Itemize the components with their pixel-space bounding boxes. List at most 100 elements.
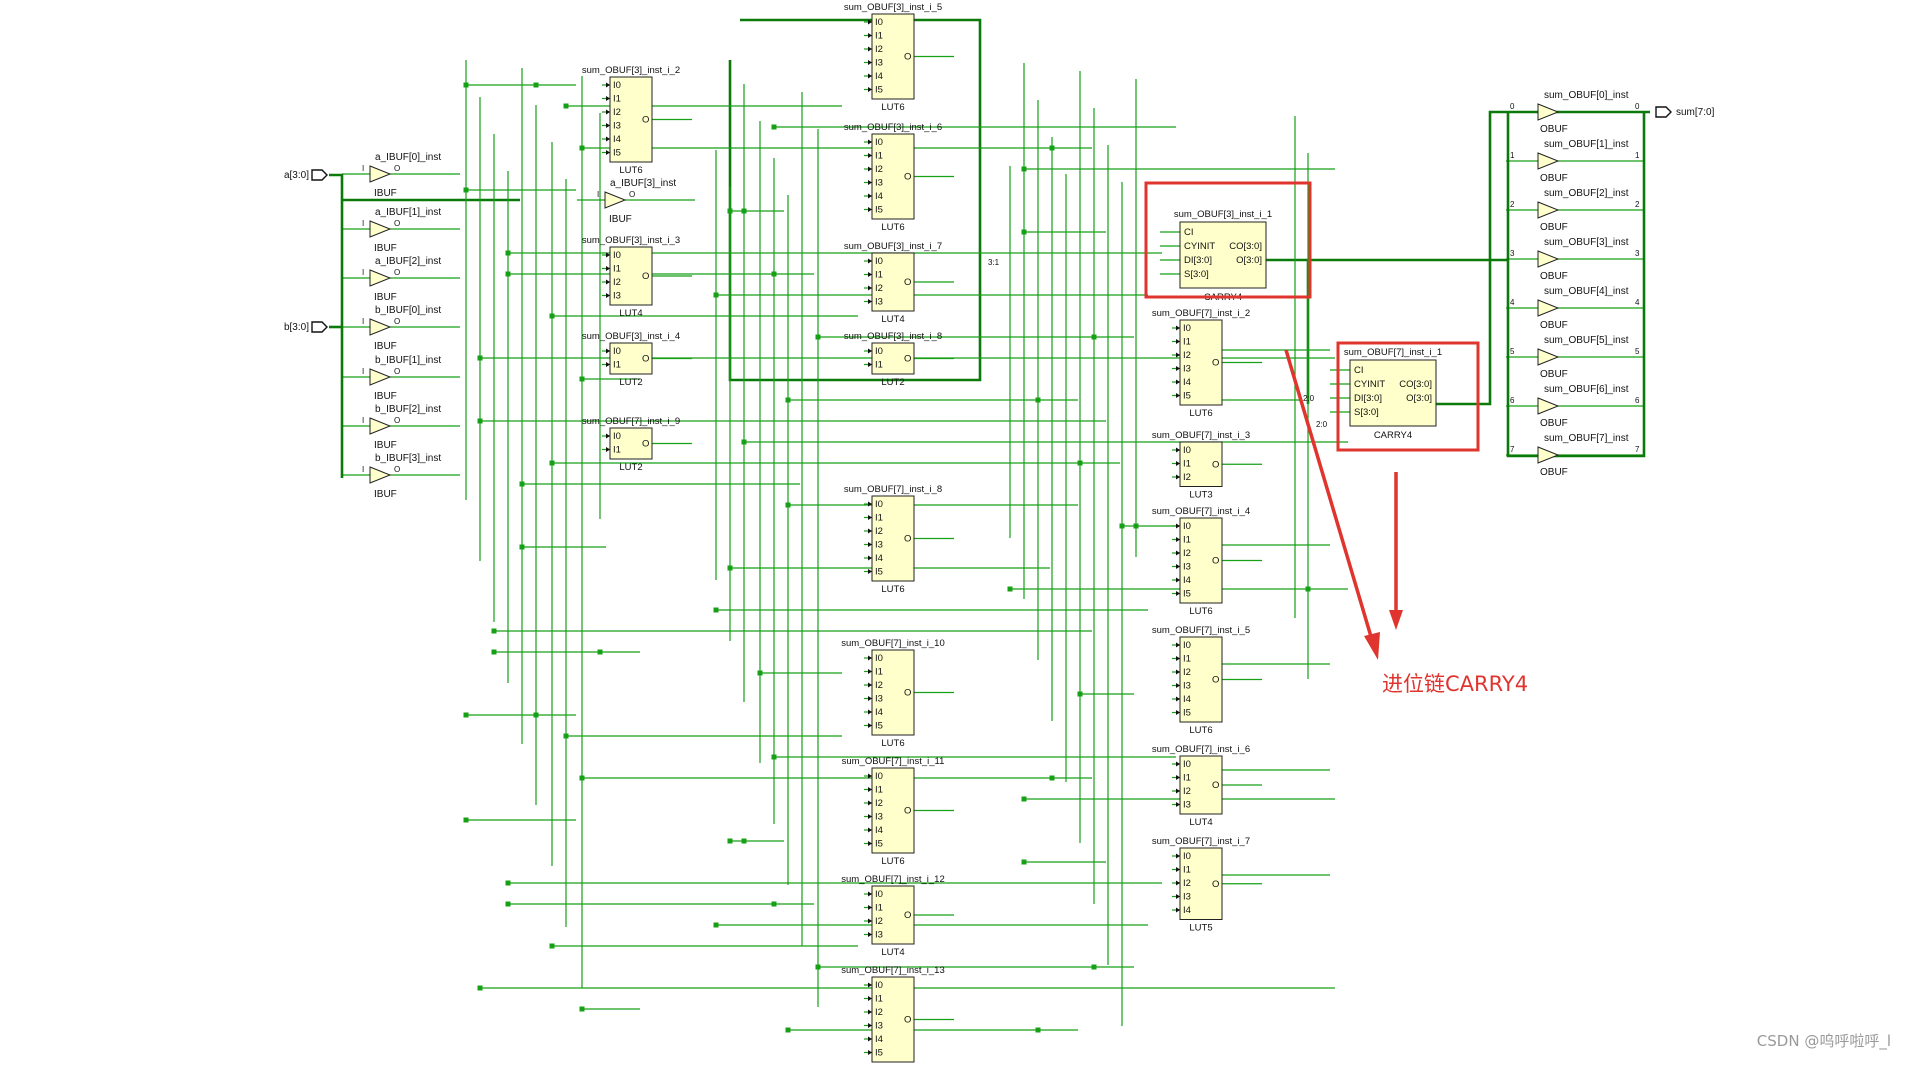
- net-junction: [1049, 775, 1055, 781]
- lut-name: sum_OBUF[7]_inst_i_9: [582, 416, 680, 427]
- ibuf-name: a_IBUF[3]_inst: [610, 178, 676, 189]
- pin-arrow-icon: [606, 293, 610, 298]
- pin-arrow-icon: [1176, 550, 1180, 556]
- lut-pin-label: I2: [875, 283, 883, 294]
- net-junction: [477, 985, 483, 991]
- lut-out-label: O: [904, 1015, 911, 1026]
- pin-arrow-icon: [868, 814, 872, 819]
- pin-arrow-icon: [868, 60, 872, 65]
- pin-arrow-icon: [1176, 867, 1180, 872]
- lut-pin-label: I1: [875, 360, 883, 371]
- net-junction: [477, 355, 483, 361]
- lut-body: [609, 342, 653, 375]
- pin-arrow-icon: [868, 46, 872, 52]
- lut-name: sum_OBUF[7]_inst_i_12: [841, 874, 945, 885]
- carry4-in-pin: CI: [1184, 227, 1194, 238]
- net-junction: [463, 187, 469, 193]
- arrow-line: [1284, 349, 1374, 641]
- lut-pin-label: I5: [1183, 589, 1191, 600]
- ibuf-out-label: O: [394, 219, 400, 228]
- lut-pin-label: I3: [613, 291, 621, 302]
- pin-arrow-icon: [868, 982, 872, 988]
- lut-out-label: O: [1212, 556, 1219, 567]
- pin-arrow-icon: [868, 655, 872, 661]
- lut-out-label: O: [642, 271, 649, 282]
- lut-pin-label: I3: [1183, 800, 1191, 811]
- ibuf-type: IBUF: [374, 243, 397, 254]
- ibuf-name: a_IBUF[0]_inst: [375, 152, 441, 163]
- lut-out-label: O: [904, 277, 911, 288]
- carry4-name: sum_OBUF[3]_inst_i_1: [1174, 209, 1272, 220]
- pin-arrow-icon: [1176, 880, 1180, 886]
- lut-body: [1179, 755, 1223, 815]
- lut-pin-label: I0: [875, 771, 883, 782]
- lut-body: [871, 495, 915, 582]
- obuf-type: OBUF: [1540, 271, 1568, 282]
- net-junction: [549, 943, 555, 949]
- buffer-triangle-icon: [369, 466, 392, 484]
- carry4-body: [1179, 221, 1267, 289]
- pin-arrow-icon: [1176, 775, 1180, 780]
- ibuf-out-label: O: [394, 367, 400, 376]
- netlist-wires: [329, 18, 1650, 1054]
- ibuf-out-label: O: [394, 416, 400, 425]
- lut-pin-label: I2: [613, 277, 621, 288]
- buffer-triangle-icon: [1537, 152, 1560, 170]
- lut-name: sum_OBUF[3]_inst_i_2: [582, 65, 680, 76]
- carry4-in-pin: CYINIT: [1354, 379, 1385, 390]
- lut-out-label: O: [642, 115, 649, 126]
- lut-pin-label: I3: [875, 178, 883, 189]
- obuf-bit-label: 4: [1510, 298, 1515, 307]
- lut-pin-label: I1: [875, 785, 883, 796]
- lut-pin-label: I1: [613, 445, 621, 456]
- buffer-triangle-icon: [369, 269, 392, 287]
- net-junction: [597, 649, 603, 655]
- lut-pin-label: I3: [875, 694, 883, 705]
- lut-type: LUT6: [881, 584, 904, 595]
- carry4-in-pin: S[3:0]: [1184, 269, 1209, 280]
- lut-pin-label: I5: [875, 567, 883, 578]
- lut-pin-label: I3: [875, 58, 883, 69]
- lut-pin-label: I2: [875, 1007, 883, 1018]
- pin-arrow-icon: [606, 362, 610, 367]
- lut-name: sum_OBUF[7]_inst_i_3: [1152, 430, 1250, 441]
- ibuf-in-label: I: [362, 164, 364, 173]
- lut-pin-label: I3: [1183, 681, 1191, 692]
- pin-arrow-icon: [1176, 379, 1180, 385]
- port-icon: [311, 321, 328, 333]
- pin-arrow-icon: [606, 150, 610, 155]
- ibuf-in-label: I: [362, 367, 364, 376]
- pin-arrow-icon: [868, 1050, 872, 1055]
- lut-pin-label: I4: [875, 71, 883, 82]
- lut-pin-label: I4: [875, 825, 883, 836]
- net-junction: [563, 733, 569, 739]
- net-junction: [519, 481, 525, 487]
- pin-arrow-icon: [1176, 696, 1180, 702]
- net-junction: [815, 334, 821, 340]
- lut-pin-label: I0: [613, 250, 621, 261]
- lut-name: sum_OBUF[7]_inst_i_7: [1152, 836, 1250, 847]
- arrowhead-icon: [1389, 610, 1403, 630]
- pin-arrow-icon: [868, 139, 872, 145]
- obuf-bit-label: 1: [1635, 151, 1640, 160]
- lut-name: sum_OBUF[7]_inst_i_10: [841, 638, 945, 649]
- pin-arrow-icon: [868, 348, 872, 354]
- pin-arrow-icon: [868, 1023, 872, 1028]
- pin-arrow-icon: [868, 709, 872, 715]
- net-junction: [785, 1027, 791, 1033]
- pin-arrow-icon: [606, 136, 610, 142]
- obuf-bit-label: 6: [1635, 396, 1640, 405]
- net-junction: [505, 901, 511, 907]
- port-label: a[3:0]: [284, 170, 309, 181]
- pin-arrow-icon: [1176, 447, 1180, 453]
- ibuf-type: IBUF: [374, 391, 397, 402]
- lut-pin-label: I5: [1183, 708, 1191, 719]
- lut-body: [1179, 847, 1223, 920]
- lut-pin-label: I2: [1183, 548, 1191, 559]
